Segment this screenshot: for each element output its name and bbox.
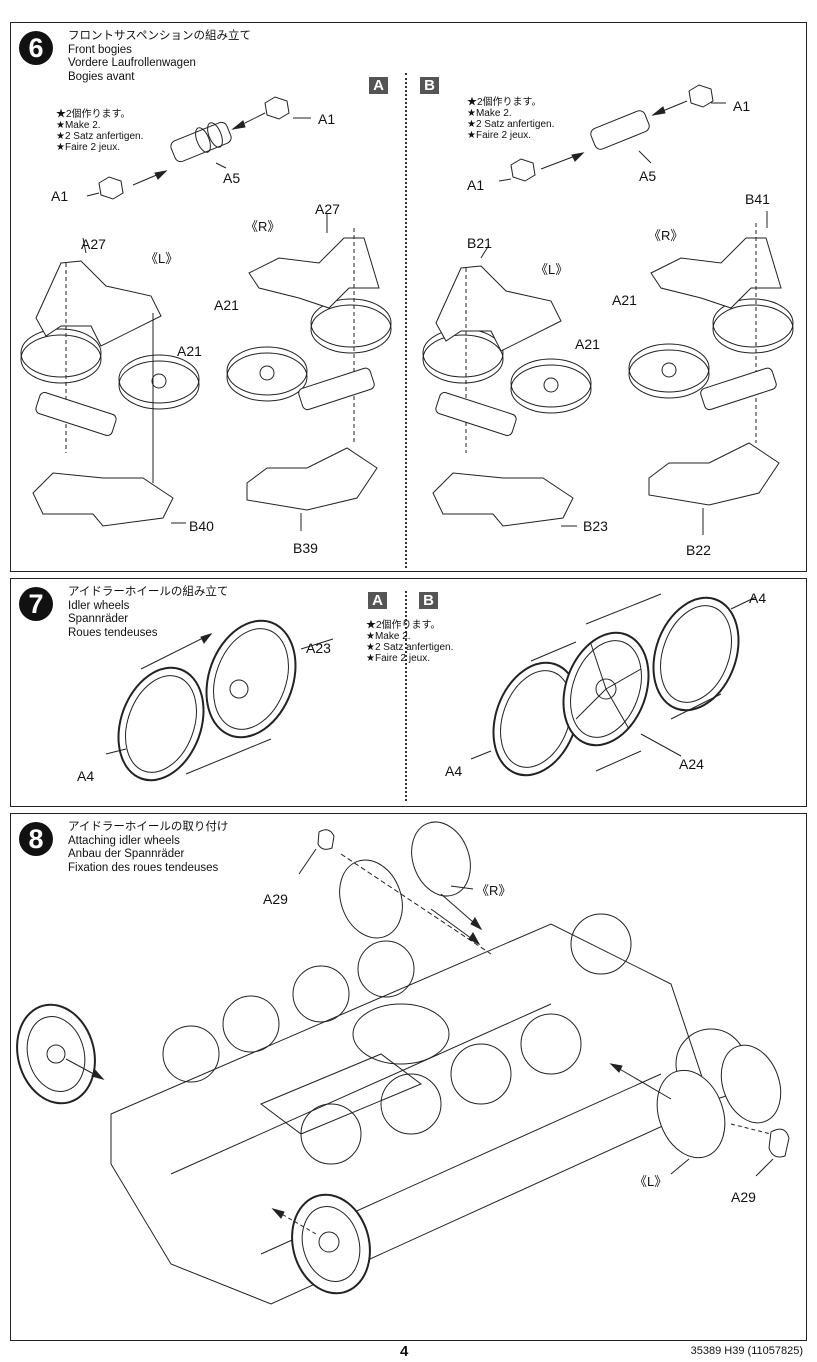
product-code: 35389 H39 (11057825)	[690, 1345, 803, 1357]
step-title-ja: フロントサスペンションの組み立て	[68, 30, 251, 42]
note-fr: ★Faire 2 jeux.	[56, 142, 120, 153]
note-en: ★Make 2.	[56, 120, 101, 131]
left-bogie-drawing	[611, 1037, 791, 1176]
idler-wheel-left-drawing	[11, 996, 106, 1112]
part-label: B40	[189, 518, 214, 534]
part-label: A21	[214, 297, 239, 313]
variant-a-badge: A	[368, 592, 387, 609]
note-ja: ★2個作ります。	[467, 97, 542, 108]
variant-a-badge: A	[369, 77, 388, 94]
step-title-block: アイドラーホイールの組み立て Idler wheels Spannräder R…	[68, 586, 228, 640]
bogie-axle-drawing-a	[87, 97, 311, 199]
idler-wheel-drawing-a	[104, 608, 333, 792]
page-number: 4	[400, 1343, 409, 1360]
side-label-left: 《L》	[634, 1174, 668, 1189]
part-label: A1	[733, 98, 751, 114]
part-label: A1	[467, 177, 485, 193]
bogie-drawing-b-left	[423, 245, 591, 526]
bogie-drawing-a-left	[21, 238, 199, 526]
step-title-en: Front bogies	[68, 43, 132, 56]
part-label: A29	[263, 891, 288, 907]
step-title-fr: Bogies avant	[68, 70, 135, 83]
note-en: ★Make 2.	[366, 631, 411, 642]
step-title-de: Spannräder	[68, 613, 129, 625]
step-title-en: Idler wheels	[68, 599, 130, 612]
step-title-en: Attaching idler wheels	[68, 834, 180, 847]
note-ja: ★2個作ります。	[56, 109, 131, 120]
hull-drawing	[111, 914, 746, 1304]
side-label-left: 《L》	[145, 251, 179, 266]
part-label: B41	[745, 191, 770, 207]
part-label: A21	[177, 343, 202, 359]
make-two-note: ★2個作ります。 ★Make 2. ★2 Satz anfertigen. ★F…	[366, 620, 453, 664]
part-label: A5	[223, 170, 241, 186]
bogie-drawing-b-right	[629, 211, 793, 535]
note-de: ★2 Satz anfertigen.	[56, 131, 144, 142]
step-8-panel: 8 アイドラーホイールの取り付け Attaching idler wheels …	[10, 813, 807, 1341]
part-label: A27	[81, 236, 106, 252]
step-title-ja: アイドラーホイールの取り付け	[68, 821, 229, 833]
right-bogie-drawing	[299, 814, 491, 954]
idler-wheel-illustration	[11, 579, 808, 808]
note-fr: ★Faire 2 jeux.	[366, 653, 430, 664]
part-label: A5	[639, 168, 657, 184]
side-label-right: 《R》	[245, 219, 281, 234]
front-bogie-illustration	[11, 23, 808, 573]
step-title-de: Anbau der Spannräder	[68, 848, 185, 860]
step-7-panel: 7 アイドラーホイールの組み立て Idler wheels Spannräder…	[10, 578, 807, 807]
variant-b-badge: B	[419, 592, 438, 609]
note-de: ★2 Satz anfertigen.	[366, 642, 454, 653]
part-label: B39	[293, 540, 318, 556]
variant-divider	[405, 73, 407, 568]
part-label: A1	[318, 111, 336, 127]
part-label: B22	[686, 542, 711, 558]
part-label: A29	[731, 1189, 756, 1205]
note-ja: ★2個作ります。	[366, 620, 441, 631]
idler-wheel-right-drawing	[273, 1186, 381, 1302]
step-number-badge: 7	[19, 587, 53, 621]
part-label: A24	[679, 756, 704, 772]
step-6-panel: 6 フロントサスペンションの組み立て Front bogies Vordere …	[10, 22, 807, 572]
note-fr: ★Faire 2 jeux.	[467, 130, 531, 141]
part-label: A4	[77, 768, 95, 784]
note-de: ★2 Satz anfertigen.	[467, 119, 555, 130]
variant-divider	[405, 591, 407, 801]
part-label: A21	[575, 336, 600, 352]
side-label-left: 《L》	[535, 262, 569, 277]
make-two-note: ★2個作ります。 ★Make 2. ★2 Satz anfertigen. ★F…	[467, 97, 554, 141]
step-title-fr: Roues tendeuses	[68, 626, 158, 639]
part-label: B21	[467, 235, 492, 251]
step-number-badge: 8	[19, 822, 53, 856]
part-label: B23	[583, 518, 608, 534]
part-label: A23	[306, 640, 331, 656]
variant-b-badge: B	[420, 77, 439, 94]
step-title-de: Vordere Laufrollenwagen	[68, 57, 196, 69]
make-two-note: ★2個作ります。 ★Make 2. ★2 Satz anfertigen. ★F…	[56, 109, 143, 153]
side-label-right: 《R》	[476, 883, 512, 898]
step-number-badge: 6	[19, 31, 53, 65]
step-title-block: フロントサスペンションの組み立て Front bogies Vordere La…	[68, 30, 251, 84]
part-label: A4	[749, 590, 767, 606]
bogie-axle-drawing-b	[499, 85, 726, 181]
part-label: A4	[445, 763, 463, 779]
note-en: ★Make 2.	[467, 108, 512, 119]
step-title-ja: アイドラーホイールの組み立て	[68, 586, 229, 598]
part-label: A1	[51, 188, 69, 204]
step-title-fr: Fixation des roues tendeuses	[68, 861, 219, 874]
side-label-right: 《R》	[648, 228, 684, 243]
bogie-drawing-a-right	[227, 213, 391, 531]
hull-assembly-illustration	[11, 814, 808, 1342]
idler-wheel-drawing-b	[471, 586, 756, 787]
step-title-block: アイドラーホイールの取り付け Attaching idler wheels An…	[68, 821, 228, 875]
part-label: A27	[315, 201, 340, 217]
part-label: A21	[612, 292, 637, 308]
